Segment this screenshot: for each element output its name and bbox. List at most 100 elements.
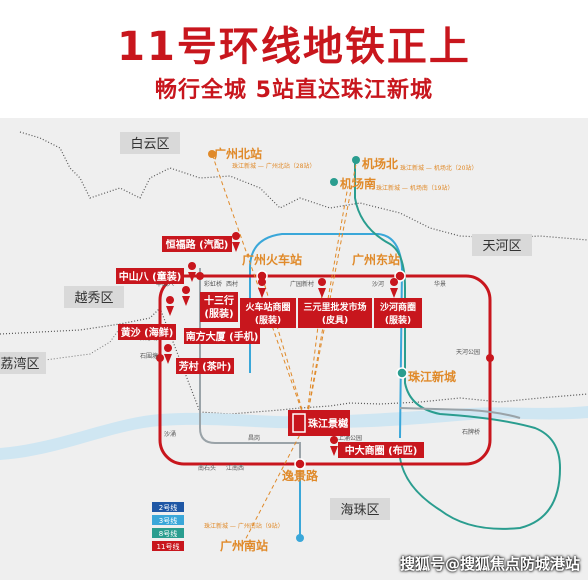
station-dot [352, 156, 360, 164]
major-stations: 广州北站 机场北 机场南 广州火车站 广州东站 珠江新城 逸景路 广州南站 [214, 146, 456, 553]
map-pin-icon [390, 278, 399, 298]
station-dots [156, 150, 494, 542]
poi-hengfu-road: 恒福路 (汽配) [166, 238, 229, 251]
district-tianhe: 天河区 [482, 239, 521, 254]
district-boundary [0, 327, 121, 365]
note-airport-north: 珠江新城 — 机场北（20站） [400, 164, 477, 172]
station-dot [394, 270, 406, 282]
poster-title: 11号环线地铁正上 [117, 24, 471, 70]
district-yuexiu: 越秀区 [74, 291, 113, 306]
poi-box [118, 324, 176, 340]
small-station: 昌岗 [248, 435, 260, 442]
station-dot [296, 534, 304, 542]
poi-zhongshan-ba: 中山八 (童装) [119, 270, 182, 283]
small-station: 上涌公园 [338, 434, 362, 442]
note-airport-south: 珠江新城 — 机场南（19站） [376, 184, 453, 192]
poster-subtitle: 畅行全城 5站直达珠江新城 [155, 78, 433, 103]
poi-shahe-line1: 沙河商圈 [380, 301, 416, 313]
small-station: 西村 [226, 280, 238, 288]
poi-box [200, 292, 238, 322]
station-dot [294, 458, 306, 470]
small-station: 沙涌 [164, 430, 176, 438]
poi-box [162, 236, 232, 252]
map-pin-icon [164, 344, 173, 364]
station-zhujiang-new-town: 珠江新城 [408, 369, 456, 384]
district-haizhu: 海珠区 [340, 503, 379, 518]
station-guangzhou-railway: 广州火车站 [242, 252, 302, 267]
map-pin-icon [330, 436, 339, 456]
small-station: 石围塘 [140, 352, 158, 360]
poi-box [338, 442, 424, 458]
district-baiyun: 白云区 [130, 136, 169, 152]
station-dot [330, 178, 338, 186]
poi-sanyuanli-line2: (皮具) [322, 314, 348, 326]
station-guangzhou-south: 广州南站 [220, 538, 268, 553]
legend-line11: 11号线 [157, 542, 180, 551]
poi-single-group: 恒福路 (汽配) 中山八 (童装) 黄沙 (海鲜) 南方大厦 (手机) 芳村 (… [116, 232, 260, 374]
district-labels: 白云区 越秀区 天河区 荔湾区 海珠区 [0, 132, 532, 520]
legend-line8: 8号线 [159, 529, 177, 538]
station-guangzhou-north: 广州北站 [214, 146, 262, 161]
small-station: 南石头 [198, 464, 216, 472]
legend-line2: 2号线 [159, 503, 177, 512]
map-background [0, 118, 588, 580]
poi-double-group: 十三行 (服装) 火车站商圈 (服装) 三元里批发市场 (皮具) 沙河商圈 (服… [200, 278, 422, 328]
poi-box [116, 268, 184, 284]
small-station: 广园新村 [290, 280, 314, 288]
legend-swatch-line3 [152, 515, 184, 525]
map-pin-icon [166, 296, 175, 316]
station-airport-north: 机场北 [362, 156, 398, 171]
poi-zhongda: 中大商圈 (布匹) [345, 444, 418, 457]
line-8-track [354, 158, 562, 530]
poi-shisanhang-line1: 十三行 [204, 294, 234, 307]
line-2-track [199, 268, 301, 478]
district-box [330, 498, 390, 520]
district-box [64, 286, 124, 308]
poi-box [184, 328, 260, 344]
legend-swatch-line8 [152, 528, 184, 538]
poi-railway-circle-line1: 火车站商圈 [245, 301, 290, 313]
district-liwan: 荔湾区 [0, 356, 39, 372]
district-box [120, 132, 180, 154]
station-airport-south: 机场南 [340, 176, 376, 191]
poi-huangsha: 黄沙 (海鲜) [121, 326, 174, 339]
small-station: 彩虹桥 [204, 280, 222, 288]
poi-shisanhang-line2: (服装) [204, 307, 233, 320]
poi-sanyuanli-line1: 三元里批发市场 [303, 301, 366, 313]
map-pin-icon [318, 278, 327, 298]
legend-swatch-line2 [152, 502, 184, 512]
small-station: 江南西 [226, 464, 244, 472]
poi-fangcun: 芳村 (茶叶) [179, 360, 232, 373]
district-boundary [19, 131, 588, 241]
legend-swatch-line11 [152, 541, 184, 551]
map-pin-icon [188, 262, 197, 282]
small-station: 华景 [434, 280, 446, 288]
travel-notes: 珠江新城 — 广州北站（28站） 珠江新城 — 机场北（20站） 珠江新城 — … [204, 162, 477, 530]
project-logo-icon [292, 413, 306, 433]
legend-line3: 3号线 [159, 516, 177, 525]
line-connector [399, 407, 521, 419]
small-station: 石牌桥 [462, 428, 480, 436]
poi-box [240, 298, 296, 328]
river [0, 406, 588, 460]
note-south: 珠江新城 — 广州南站（9站） [204, 522, 284, 530]
station-guangzhou-east: 广州东站 [352, 252, 400, 267]
district-box [472, 234, 532, 256]
watermark: 搜狐号@搜狐焦点防城港站 [399, 555, 580, 573]
station-yijing-road: 逸景路 [282, 468, 319, 483]
district-box [0, 352, 46, 374]
poi-shahe-line2: (服装) [385, 314, 411, 326]
station-dot [208, 150, 216, 158]
metro-map: 白云区 越秀区 天河区 荔湾区 海珠区 广州北站 机场北 机场南 广州火车站 广… [0, 118, 588, 580]
district-boundary [0, 307, 161, 335]
map-pin-icon [258, 278, 267, 298]
station-dot [396, 367, 408, 379]
poi-box [298, 298, 372, 328]
poi-box [176, 358, 234, 374]
line-legend: 2号线 3号线 8号线 11号线 [152, 502, 184, 551]
map-pin-icon [182, 286, 191, 306]
small-station: 沙河 [372, 280, 384, 288]
station-dot [196, 272, 204, 280]
project-name: 珠江景樾 [308, 417, 349, 430]
